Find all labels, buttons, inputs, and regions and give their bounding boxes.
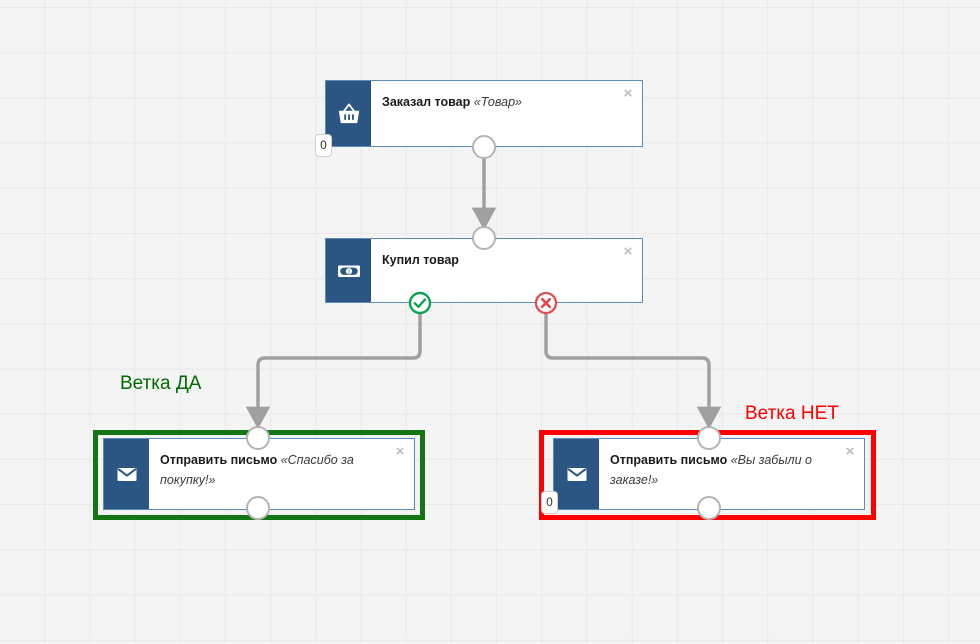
close-icon[interactable]: × — [845, 443, 855, 460]
node-subtitle: «Вы забыли о заказе!» — [610, 453, 812, 487]
node-ordered-goods[interactable]: Заказал товар «Товар» × — [325, 80, 643, 147]
node-body: Купил товар × — [371, 239, 642, 302]
port-out-send-email-thanks[interactable] — [246, 496, 270, 520]
port-in-send-email-forgot[interactable] — [697, 426, 721, 450]
port-in-send-email-thanks[interactable] — [246, 426, 270, 450]
port-in-bought-goods[interactable] — [472, 226, 496, 250]
annotation-yes-branch: Ветка ДА — [120, 373, 202, 394]
node-label: Купил товар — [382, 248, 459, 270]
node-title: Купил товар — [382, 253, 459, 267]
node-counter-badge[interactable]: 0 — [541, 491, 558, 514]
envelope-icon — [554, 439, 599, 509]
check-circle-icon[interactable] — [408, 291, 432, 315]
banknote-icon: 1 — [326, 239, 371, 302]
wire-yes-branch — [245, 312, 422, 430]
wire-no-branch — [544, 312, 722, 430]
node-label: Отправить письмо «Вы забыли о заказе!» — [610, 448, 834, 490]
node-body: Отправить письмо «Вы забыли о заказе!» × — [599, 439, 864, 509]
close-icon[interactable]: × — [623, 85, 633, 102]
node-title: Отправить письмо — [610, 453, 728, 467]
close-icon[interactable]: × — [623, 243, 633, 260]
envelope-icon — [104, 439, 149, 509]
node-title: Заказал товар — [382, 95, 471, 109]
node-title: Отправить письмо — [160, 453, 278, 467]
node-subtitle: «Товар» — [473, 95, 522, 109]
node-subtitle: «Спасибо за покупку!» — [160, 453, 354, 487]
x-circle-icon[interactable] — [534, 291, 558, 315]
node-body: Заказал товар «Товар» × — [371, 81, 642, 146]
node-label: Заказал товар «Товар» — [382, 90, 522, 112]
close-icon[interactable]: × — [395, 443, 405, 460]
node-label: Отправить письмо «Спасибо за покупку!» — [160, 448, 384, 490]
svg-text:1: 1 — [347, 269, 350, 275]
annotation-no-branch: Ветка НЕТ — [745, 403, 839, 424]
port-out-ordered-goods[interactable] — [472, 135, 496, 159]
node-body: Отправить письмо «Спасибо за покупку!» × — [149, 439, 414, 509]
shopping-basket-icon — [326, 81, 371, 146]
port-out-send-email-forgot[interactable] — [697, 496, 721, 520]
node-counter-badge[interactable]: 0 — [315, 134, 332, 157]
